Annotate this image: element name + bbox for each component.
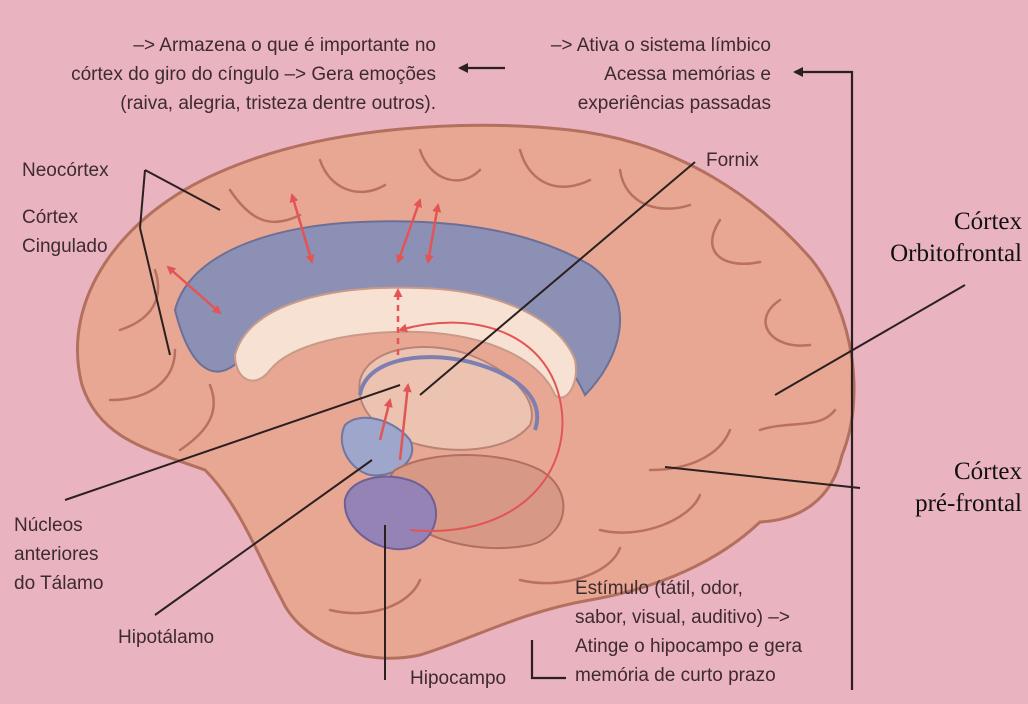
note-top-right: –> Ativa o sistema límbico Acessa memóri…: [551, 31, 771, 118]
note-stimulus: Estímulo (tátil, odor, sabor, visual, au…: [575, 574, 802, 690]
label-thalamus-line-3: do Tálamo: [14, 569, 103, 598]
note-top-right-line-2: Acessa memórias e: [551, 60, 771, 89]
label-cingulate-cortex: Córtex Cingulado: [22, 203, 108, 261]
label-thalamus-line-1: Núcleos: [14, 511, 103, 540]
label-orbitofrontal: Córtex Orbitofrontal: [890, 206, 1022, 270]
note-top-right-line-3: experiências passadas: [551, 89, 771, 118]
label-cingulate-line-2: Cingulado: [22, 232, 108, 261]
label-thalamus-line-2: anteriores: [14, 540, 103, 569]
note-top-left-line-2: córtex do giro do cíngulo –> Gera emoçõe…: [71, 60, 436, 89]
label-orbitofrontal-line-2: Orbitofrontal: [890, 238, 1022, 270]
note-top-left-line-3: (raiva, alegria, tristeza dentre outros)…: [71, 89, 436, 118]
label-prefrontal: Córtex pré-frontal: [915, 456, 1022, 520]
note-stimulus-line-4: memória de curto prazo: [575, 661, 802, 690]
note-top-left-line-1: –> Armazena o que é importante no: [71, 31, 436, 60]
note-top-right-line-1: –> Ativa o sistema límbico: [551, 31, 771, 60]
label-cingulate-line-1: Córtex: [22, 203, 108, 232]
label-prefrontal-line-2: pré-frontal: [915, 488, 1022, 520]
note-stimulus-line-1: Estímulo (tátil, odor,: [575, 574, 802, 603]
label-orbitofrontal-line-1: Córtex: [890, 206, 1022, 238]
note-top-left: –> Armazena o que é importante no córtex…: [71, 31, 436, 118]
note-stimulus-line-2: sabor, visual, auditivo) –>: [575, 603, 802, 632]
label-hippocampus: Hipocampo: [410, 664, 506, 693]
note-stimulus-line-3: Atinge o hipocampo e gera: [575, 632, 802, 661]
label-thalamus-nuclei: Núcleos anteriores do Tálamo: [14, 511, 103, 598]
label-prefrontal-line-1: Córtex: [915, 456, 1022, 488]
label-neocortex: Neocórtex: [22, 156, 109, 185]
label-fornix: Fornix: [706, 146, 759, 175]
label-hypothalamus: Hipotálamo: [118, 623, 214, 652]
